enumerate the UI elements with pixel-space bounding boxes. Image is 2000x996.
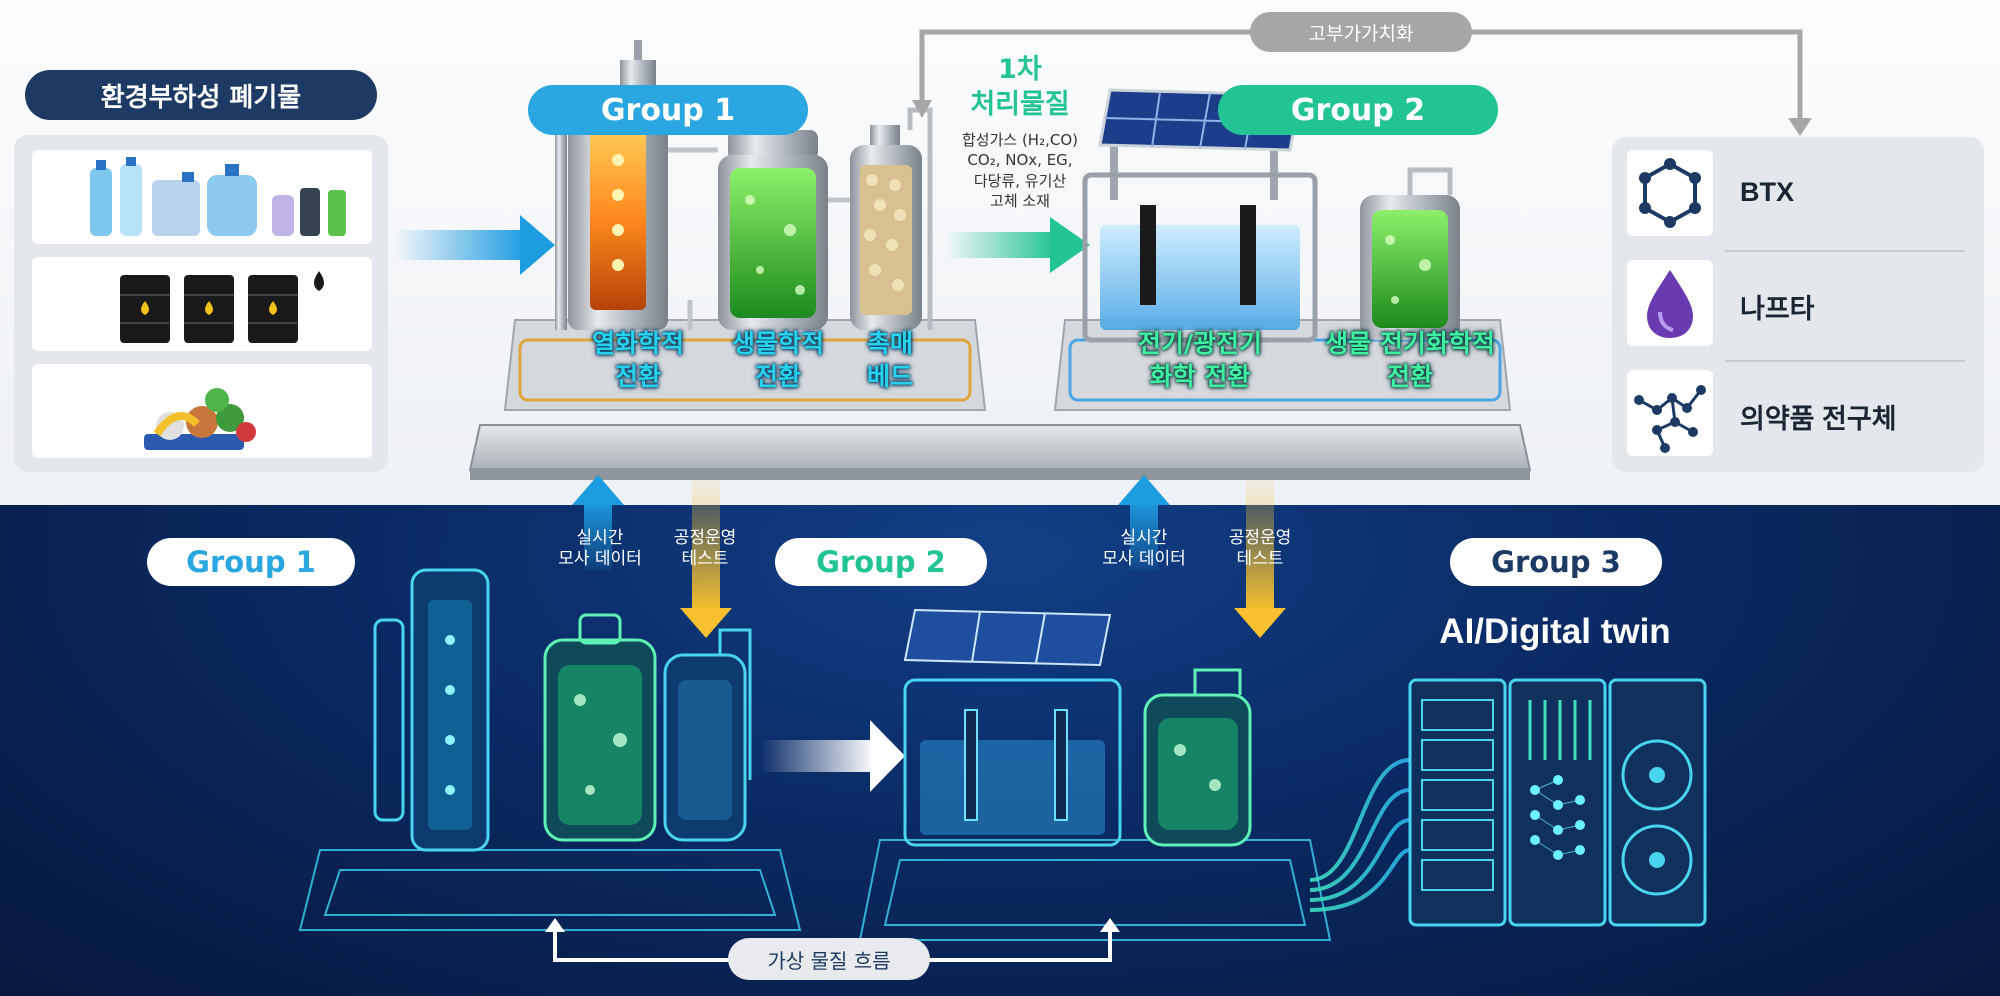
food-waste-icon <box>144 388 256 450</box>
virtual-flow-badge: 가상 물질 흐름 <box>728 938 930 980</box>
waste-title: 환경부하성 폐기물 <box>100 82 302 113</box>
hexagon-molecule-icon <box>1639 158 1701 228</box>
group1-top-label: Group 1 <box>600 92 736 128</box>
digital-bio-reactor <box>543 613 657 842</box>
primary-material-list: 합성가스 (H₂,CO) CO₂, NOx, EG, 다당류, 유기산 고체 소… <box>942 130 1098 211</box>
server-rack-2-neural <box>1508 678 1607 927</box>
digital-platform-group1 <box>298 849 802 931</box>
primary-title-line2: 처리물질 <box>970 89 1070 121</box>
electro-line1: 전기/광전기 <box>1137 329 1263 358</box>
plastic-bottles-icon <box>90 157 346 236</box>
server-rack-1 <box>1408 678 1507 927</box>
thermo-line1: 열화학적 <box>591 329 684 358</box>
product-icon-card-btx <box>1627 150 1713 236</box>
upcycle-label: 고부가가치화 <box>1308 22 1414 45</box>
biological-label: 생물학적 전환 <box>708 328 848 393</box>
biological-reactor <box>718 130 828 330</box>
group3-bottom-badge: Group 3 <box>1450 538 1662 586</box>
primary-line1: 합성가스 (H₂,CO) <box>961 131 1078 149</box>
waste-card-oil <box>32 257 372 351</box>
test-arrow-left <box>680 480 732 638</box>
waste-card-plastic <box>32 150 372 244</box>
product-divider-2 <box>1725 360 1965 362</box>
realtime-data-arrow-left <box>572 475 624 570</box>
digital-bioelectro-reactor <box>1143 668 1252 847</box>
test-right-line2: 테스트 <box>1236 549 1284 570</box>
ai-digital-twin-title: AI/Digital twin <box>1439 612 1671 651</box>
bio-line1: 생물학적 <box>731 329 824 358</box>
digital-electro-reactor <box>903 678 1122 847</box>
test-label-right: 공정운영 테스트 <box>1210 528 1310 571</box>
group1-to-group2-arrow <box>945 217 1090 273</box>
group2-top-label: Group 2 <box>1290 92 1426 128</box>
realtime-data-label-left: 실시간 모사 데이터 <box>540 528 660 571</box>
thermochemical-label: 열화학적 전환 <box>568 328 708 393</box>
electrochemical-reactor <box>1082 172 1318 343</box>
virtual-flow-label: 가상 물질 흐름 <box>767 948 891 973</box>
realtime-left-line1: 실시간 <box>576 528 624 548</box>
oil-barrels-icon <box>120 271 324 343</box>
group2-bottom-badge: Group 2 <box>775 538 987 586</box>
product-icon-card-pharma <box>1627 370 1713 456</box>
product-naphtha: 나프타 <box>1740 294 1815 324</box>
purple-drop-icon <box>1647 270 1693 338</box>
group3-bottom-label: Group 3 <box>1491 545 1621 579</box>
cat-line2: 베드 <box>866 361 913 391</box>
primary-material-title: 1차 처리물질 <box>950 52 1090 122</box>
molecule-network-icon <box>1634 385 1706 453</box>
electrochemical-label: 전기/광전기 화학 전환 <box>1110 328 1290 393</box>
product-divider-1 <box>1725 250 1965 252</box>
group1-bottom-badge: Group 1 <box>147 538 355 586</box>
bio-line2: 전환 <box>754 361 801 391</box>
realtime-data-arrow-right <box>1118 475 1170 570</box>
realtime-left-line2: 모사 데이터 <box>558 549 642 570</box>
catalyst-bed-label: 촉매 베드 <box>840 328 940 393</box>
thermochemical-reactor <box>555 40 668 330</box>
realtime-data-label-right: 실시간 모사 데이터 <box>1084 528 1204 571</box>
upcycle-badge: 고부가가치화 <box>1250 12 1472 52</box>
waste-title-badge: 환경부하성 폐기물 <box>25 70 377 120</box>
waste-to-group1-arrow <box>395 215 555 275</box>
primary-title-line1: 1차 <box>998 54 1042 85</box>
bioelec-line1: 생물 전기화학적 <box>1325 329 1495 358</box>
product-icon-card-naphtha <box>1627 260 1713 346</box>
data-cables <box>1309 758 1411 912</box>
group2-top-badge: Group 2 <box>1218 85 1498 135</box>
product-btx: BTX <box>1740 177 1794 207</box>
test-left-line1: 공정운영 <box>673 528 737 548</box>
digital-catalyst-reactor <box>663 628 752 842</box>
server-rack-3-fans <box>1608 678 1707 927</box>
group2-bottom-label: Group 2 <box>816 545 946 579</box>
waste-card-food <box>32 364 372 458</box>
test-arrow-right <box>1234 480 1286 638</box>
test-left-line2: 테스트 <box>681 549 729 570</box>
electro-line2: 화학 전환 <box>1149 361 1251 391</box>
realtime-right-line2: 모사 데이터 <box>1102 549 1186 570</box>
group1-top-badge: Group 1 <box>528 85 808 135</box>
bioelec-line2: 전환 <box>1386 361 1433 391</box>
physical-plant-platform <box>468 319 1532 480</box>
bioelectrochemical-reactor <box>1360 167 1460 340</box>
primary-line4: 고체 소재 <box>990 191 1050 210</box>
digital-solar-panel <box>903 608 1112 667</box>
primary-line2: CO₂, NOx, EG, <box>967 151 1073 170</box>
realtime-right-line1: 실시간 <box>1120 528 1168 548</box>
test-label-left: 공정운영 테스트 <box>655 528 755 571</box>
catalyst-bed-reactor <box>850 107 933 330</box>
digital-thermo-reactor <box>373 568 490 852</box>
cat-line1: 촉매 <box>866 329 913 358</box>
digital-platform-group2 <box>858 839 1332 941</box>
test-right-line1: 공정운영 <box>1228 528 1292 548</box>
product-pharma-precursor: 의약품 전구체 <box>1740 404 1897 434</box>
bioelectrochemical-label: 생물 전기화학적 전환 <box>1310 328 1510 393</box>
group1-bottom-label: Group 1 <box>186 545 316 579</box>
primary-line3: 다당류, 유기산 <box>973 171 1067 190</box>
thermo-line2: 전환 <box>614 361 661 391</box>
digital-flow-arrow <box>760 720 905 792</box>
